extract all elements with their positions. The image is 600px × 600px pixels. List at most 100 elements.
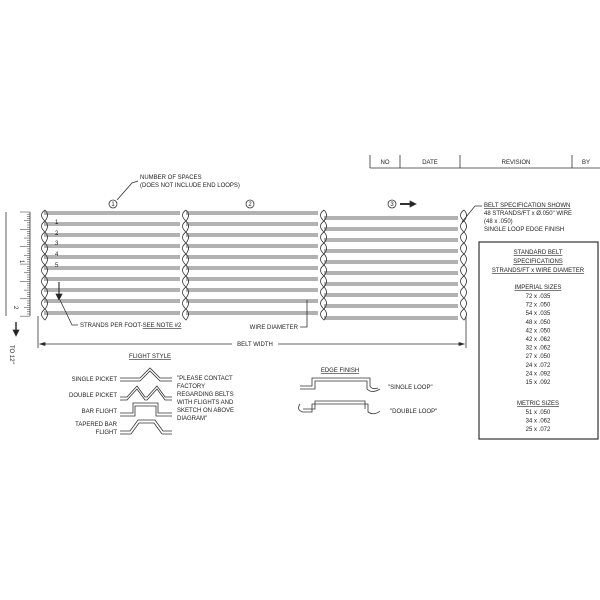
ruler: 1 2 bbox=[5, 211, 31, 317]
wire-strand bbox=[44, 233, 180, 237]
wire-strand bbox=[44, 255, 180, 259]
right-edge-loop bbox=[460, 297, 467, 310]
wire-strand bbox=[44, 288, 180, 292]
joint-loop bbox=[320, 242, 327, 255]
wire-strand bbox=[324, 260, 458, 264]
spec-title: STANDARD BELT bbox=[514, 250, 563, 256]
imperial-size: 24 x .092 bbox=[526, 371, 551, 377]
flight-label-single-picket: SINGLE PICKET bbox=[72, 377, 118, 383]
imperial-size: 24 x .072 bbox=[526, 363, 551, 369]
bar-flight-icon bbox=[120, 402, 172, 417]
double-loop-label: "DOUBLE LOOP" bbox=[390, 409, 437, 415]
wire-strand bbox=[324, 293, 458, 297]
right-edge-loop bbox=[460, 209, 467, 222]
right-edge-loop bbox=[460, 231, 467, 244]
belt-spec-line: SINGLE LOOP EDGE FINISH bbox=[484, 227, 564, 233]
joint-loop bbox=[320, 308, 327, 321]
wire-strand bbox=[324, 316, 458, 320]
right-edge-loop bbox=[460, 220, 467, 233]
callout-number-3: 3 bbox=[390, 202, 394, 208]
callout-number-2: 2 bbox=[248, 202, 252, 208]
flight-style-labels: SINGLE PICKET DOUBLE PICKET BAR FLIGHT T… bbox=[69, 377, 118, 436]
flight-note-line: WITH FLIGHTS AND bbox=[177, 400, 234, 406]
callout-number-1: 1 bbox=[111, 202, 115, 208]
wire-strand bbox=[44, 266, 180, 270]
see-note-link[interactable]: SEE NOTE #2 bbox=[143, 323, 182, 329]
metric-size: 34 x .062 bbox=[526, 419, 551, 425]
belt-wires bbox=[41, 209, 467, 321]
wire-strand bbox=[186, 277, 318, 281]
callout-circle-1 bbox=[108, 199, 118, 209]
wire-strand bbox=[186, 255, 318, 259]
imperial-title: IMPERIAL SIZES bbox=[515, 285, 562, 291]
wire-strand bbox=[186, 244, 318, 248]
wire-strand bbox=[186, 222, 318, 226]
to-12-label: TO 12" bbox=[8, 345, 14, 364]
leader-line bbox=[461, 205, 482, 223]
spaces-sublabel: (DOES NOT INCLUDE END LOOPS) bbox=[140, 183, 240, 189]
joint-loop bbox=[182, 275, 189, 288]
wire-diameter-leader bbox=[300, 300, 308, 328]
leader-line bbox=[116, 180, 139, 201]
double-loop-icon bbox=[298, 400, 381, 415]
wire-strand bbox=[324, 282, 458, 286]
ruler-mark-1: 1 bbox=[18, 260, 24, 264]
joint-loop bbox=[320, 275, 327, 288]
wire-strand bbox=[186, 266, 318, 270]
rev-header-revision: REVISION bbox=[502, 160, 531, 166]
revision-table: NO DATE REVISION BY bbox=[369, 155, 600, 169]
flight-note-line: DIAGRAM" bbox=[177, 416, 207, 422]
metric-title: METRIC SIZES bbox=[517, 401, 559, 407]
right-edge-loop bbox=[460, 253, 467, 266]
imperial-size: 48 x .050 bbox=[526, 320, 551, 326]
row-number: 1 bbox=[55, 220, 59, 226]
arrowhead-icon bbox=[12, 329, 20, 337]
imperial-size: 72 x .035 bbox=[526, 294, 551, 300]
right-edge-loop bbox=[460, 242, 467, 255]
metric-size: 51 x .050 bbox=[526, 410, 551, 416]
joint-loop bbox=[182, 297, 189, 310]
flight-label-bar-flight: BAR FLIGHT bbox=[82, 409, 118, 415]
flight-style-title: FLIGHT STYLE bbox=[129, 354, 171, 360]
spec-title: STRANDS/FT x WIRE DIAMETER bbox=[492, 268, 585, 274]
imperial-size: 72 x .050 bbox=[526, 303, 551, 309]
imperial-size: 27 x .050 bbox=[526, 354, 551, 360]
row-number: 4 bbox=[55, 252, 59, 258]
belt-width-label: BELT WIDTH bbox=[237, 342, 273, 348]
joint-loop bbox=[182, 242, 189, 255]
imperial-size: 32 x .062 bbox=[526, 346, 551, 352]
wire-strand bbox=[44, 277, 180, 281]
wire-strand bbox=[324, 271, 458, 275]
imperial-size: 15 x .092 bbox=[526, 380, 551, 386]
right-edge-loop bbox=[460, 264, 467, 277]
leader-line bbox=[59, 299, 78, 326]
imperial-size: 54 x .035 bbox=[526, 311, 551, 317]
arrowhead-icon bbox=[458, 341, 466, 347]
flight-shapes bbox=[120, 367, 172, 435]
joint-loop bbox=[182, 253, 189, 266]
arrowhead-icon bbox=[409, 200, 417, 208]
wire-strand bbox=[324, 238, 458, 242]
wire-strand bbox=[186, 211, 318, 215]
edge-finish-title: EDGE FINISH bbox=[321, 368, 359, 374]
wire-strand bbox=[44, 211, 180, 215]
rev-header-date: DATE bbox=[422, 160, 438, 166]
flight-note-line: "PLEASE CONTACT bbox=[177, 376, 233, 382]
rev-header-no: NO bbox=[381, 160, 390, 166]
wire-strand bbox=[324, 304, 458, 308]
wire-diameter-label: WIRE DIAMETER bbox=[250, 325, 299, 331]
row-number: 5 bbox=[55, 263, 59, 269]
single-loop-label: "SINGLE LOOP" bbox=[388, 385, 433, 391]
flight-label-double-picket: DOUBLE PICKET bbox=[69, 393, 117, 399]
spec-box-content: STANDARD BELT SPECIFICATIONS STRANDS/FT … bbox=[492, 250, 585, 433]
joint-loop bbox=[182, 209, 189, 222]
arrowhead-icon bbox=[55, 293, 63, 301]
metric-size: 25 x .072 bbox=[526, 427, 551, 433]
wire-strand bbox=[186, 288, 318, 292]
flight-label-tapered-bar: TAPERED BAR bbox=[75, 422, 118, 428]
double-picket-icon bbox=[120, 385, 172, 401]
wire-strand bbox=[44, 311, 180, 315]
wire-strand bbox=[186, 311, 318, 315]
right-edge-loop bbox=[460, 275, 467, 288]
